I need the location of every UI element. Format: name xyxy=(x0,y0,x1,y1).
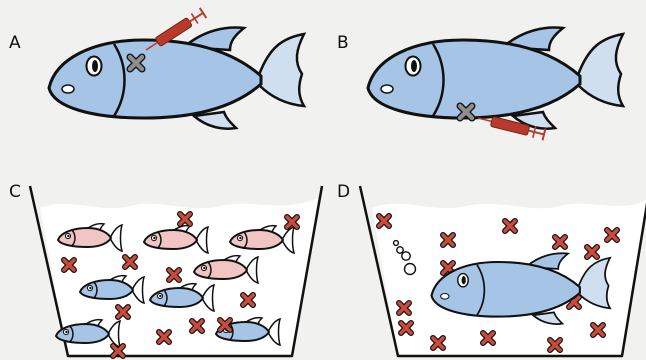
red-x-icon xyxy=(607,230,617,240)
panel-a xyxy=(49,8,304,129)
red-x-icon xyxy=(401,323,411,333)
red-x-icon xyxy=(180,214,190,224)
red-x-icon xyxy=(483,333,493,343)
red-x-icon xyxy=(159,332,169,342)
red-x-icon xyxy=(433,338,443,348)
red-x-icon xyxy=(220,320,230,330)
air-bubble-icon xyxy=(397,247,403,253)
panel-d xyxy=(360,186,646,356)
red-x-icon xyxy=(550,340,560,350)
red-x-icon xyxy=(118,307,128,317)
red-x-icon xyxy=(125,257,135,267)
red-x-icon xyxy=(587,247,597,257)
red-x-icon xyxy=(169,270,179,280)
red-x-icon xyxy=(192,321,202,331)
panel-b-fish xyxy=(368,28,623,129)
panel-a-fish xyxy=(49,28,304,129)
air-bubble-icon xyxy=(394,241,399,246)
red-x-icon xyxy=(287,217,297,227)
air-bubble-icon xyxy=(405,264,416,275)
air-bubble-icon xyxy=(402,252,410,260)
panel-c xyxy=(30,186,322,356)
red-x-icon xyxy=(443,235,453,245)
panel-a-injection-x-icon xyxy=(130,57,142,69)
red-x-icon xyxy=(379,216,389,226)
red-x-icon xyxy=(505,221,515,231)
red-x-icon xyxy=(113,346,123,356)
red-x-icon xyxy=(399,303,409,313)
red-x-icon xyxy=(593,325,603,335)
red-x-icon xyxy=(64,260,74,270)
panel-b xyxy=(368,28,623,141)
red-x-icon xyxy=(555,237,565,247)
panel-b-injection-x-icon xyxy=(460,106,472,118)
red-x-icon xyxy=(243,295,253,305)
